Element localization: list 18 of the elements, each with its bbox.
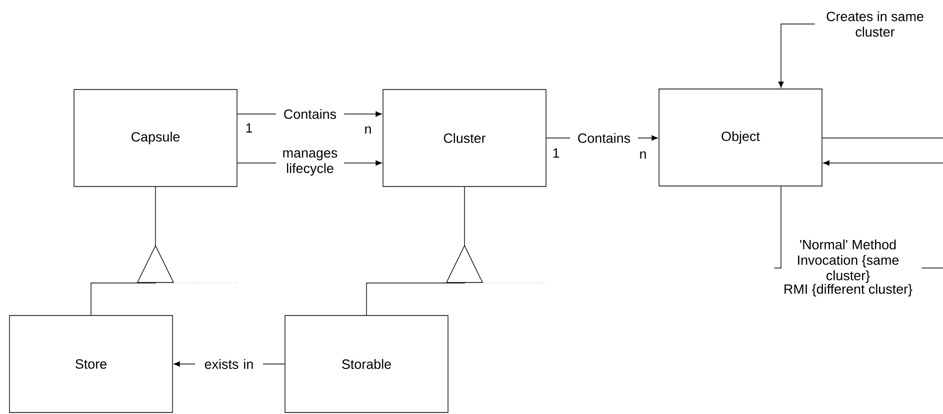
annotation-text: 'Normal' Method Invocation {same cluster} RMI {different cluster}: [784, 240, 912, 296]
class-box: Storable: [284, 315, 448, 413]
multiplicity-label: 1: [246, 123, 252, 133]
leader-line: [774, 186, 782, 268]
edge-label: Contains: [276, 108, 344, 120]
multiplicity-label: n: [365, 126, 371, 134]
multiplicity-label: 1: [553, 148, 560, 158]
multiplicity-label: n: [640, 151, 646, 159]
arrow: [823, 160, 943, 166]
edge-label: Contains: [570, 132, 638, 144]
leader-line: [778, 24, 816, 88]
edge-label: manages lifecycle: [276, 149, 344, 177]
annotation-text: Creates in same cluster: [826, 11, 924, 37]
class-box: Capsule: [74, 89, 238, 187]
edge-label: exists in: [195, 358, 263, 370]
class-box: Object: [658, 88, 822, 186]
class-box: Cluster: [382, 89, 546, 187]
class-box: Store: [9, 315, 173, 413]
